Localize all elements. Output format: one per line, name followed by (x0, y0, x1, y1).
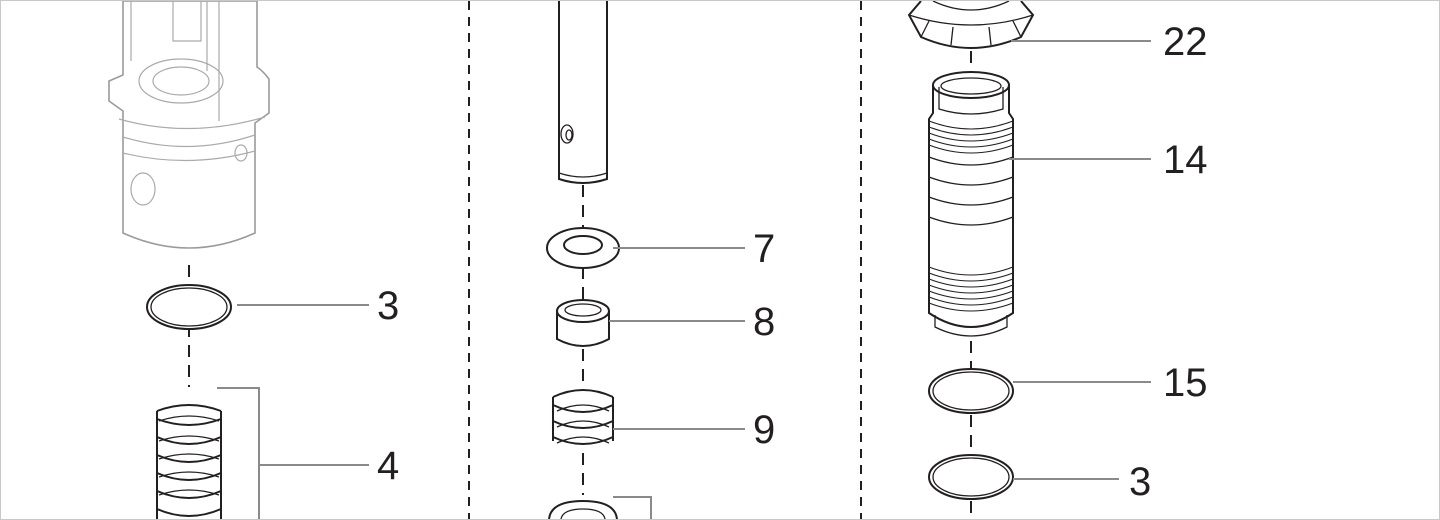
housing-part-ghosted (108, 1, 270, 249)
callout-9: 9 (753, 408, 775, 452)
callout-4: 4 (377, 444, 399, 488)
leader-bracket-4 (217, 387, 369, 519)
callout-14: 14 (1163, 138, 1208, 182)
callout-3-right: 3 (1129, 460, 1151, 504)
washer-part-7 (546, 227, 620, 269)
o-ring-part-3-left (146, 284, 232, 330)
bushing-part-8 (556, 299, 610, 347)
callout-8: 8 (753, 300, 775, 344)
shaft-part (558, 1, 608, 184)
spring-part-9 (552, 389, 614, 445)
callout-22: 22 (1163, 20, 1208, 64)
spring-part-4 (156, 404, 222, 519)
callout-7: 7 (753, 227, 775, 271)
o-ring-part-15 (928, 368, 1014, 414)
hex-nut-part-22 (907, 1, 1035, 49)
cylinder-part-14 (928, 71, 1014, 337)
callout-3-left: 3 (377, 284, 399, 328)
lower-part-partial (548, 499, 618, 519)
o-ring-part-3-right (928, 454, 1014, 500)
callout-15: 15 (1163, 361, 1208, 405)
leader-bracket-partial (613, 496, 652, 519)
